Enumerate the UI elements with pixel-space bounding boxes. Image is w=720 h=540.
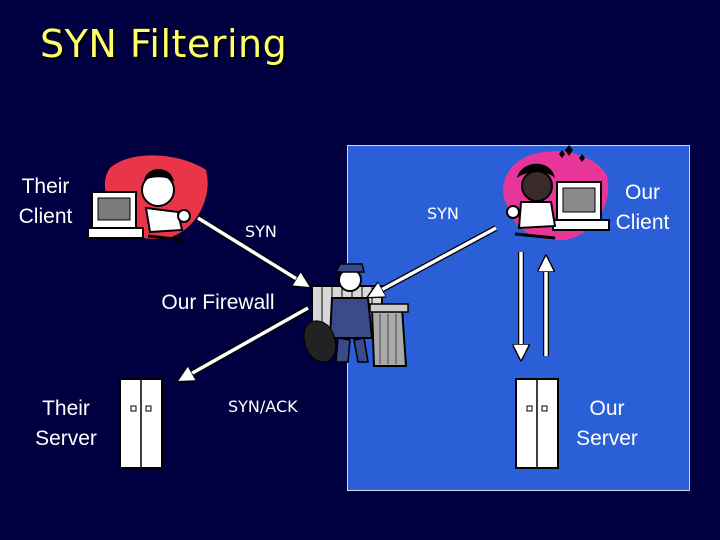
- synack-arrow: [180, 308, 308, 380]
- syn-arrow-right: [370, 228, 496, 296]
- syn-left-label: SYN: [245, 222, 277, 241]
- syn-right-label: SYN: [427, 204, 459, 223]
- synack-label: SYN/ACK: [228, 397, 298, 416]
